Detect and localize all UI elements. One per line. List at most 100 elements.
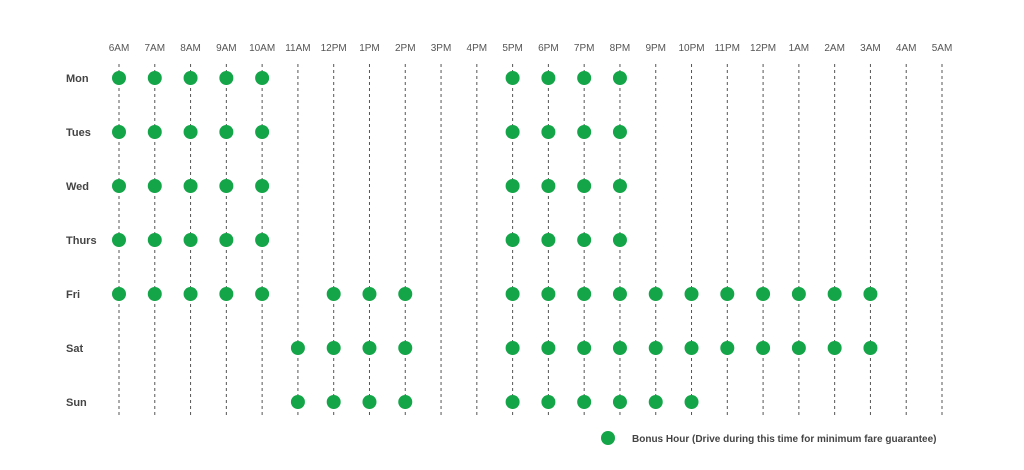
bonus-marker-wed-4 [255, 179, 270, 193]
bonus-marker-mon-4 [255, 71, 270, 85]
bonus-marker-sun-7 [362, 395, 377, 409]
bonus-marker-fri-3 [219, 287, 234, 301]
bonus-marker-wed-12 [541, 179, 556, 193]
bonus-marker-fri-12 [541, 287, 556, 301]
bonus-marker-fri-17 [720, 287, 735, 301]
bonus-marker-fri-13 [577, 287, 592, 301]
hour-label-2: 8AM [180, 43, 201, 54]
bonus-hour-markers [112, 71, 878, 409]
bonus-marker-sat-20 [827, 341, 842, 355]
hour-label-5: 11AM [285, 43, 310, 54]
day-label-sun: Sun [66, 397, 87, 409]
bonus-marker-wed-1 [147, 179, 162, 193]
hour-label-15: 9PM [645, 43, 666, 54]
bonus-marker-wed-2 [183, 179, 198, 193]
bonus-marker-wed-13 [577, 179, 592, 193]
legend-marker [601, 431, 615, 445]
bonus-marker-mon-1 [147, 71, 162, 85]
bonus-marker-fri-0 [112, 287, 126, 301]
hour-label-21: 3AM [860, 43, 881, 54]
day-label-tues: Tues [66, 127, 91, 139]
bonus-marker-tues-0 [112, 125, 126, 139]
hour-label-1: 7AM [145, 43, 166, 54]
hour-label-18: 12PM [750, 43, 776, 54]
bonus-marker-sat-6 [326, 341, 341, 355]
bonus-marker-sun-11 [505, 395, 520, 409]
bonus-marker-fri-19 [791, 287, 806, 301]
bonus-marker-tues-4 [255, 125, 270, 139]
bonus-marker-fri-6 [326, 287, 341, 301]
day-label-mon: Mon [66, 73, 89, 85]
hour-label-9: 3PM [431, 43, 452, 54]
hour-label-17: 11PM [715, 43, 740, 54]
bonus-marker-fri-20 [827, 287, 842, 301]
bonus-marker-sat-11 [505, 341, 520, 355]
bonus-marker-thurs-2 [183, 233, 198, 247]
bonus-marker-sun-13 [577, 395, 592, 409]
day-label-sat: Sat [66, 343, 83, 355]
bonus-marker-fri-21 [863, 287, 878, 301]
hour-label-10: 4PM [467, 43, 488, 54]
bonus-marker-wed-14 [612, 179, 627, 193]
bonus-marker-sat-5 [290, 341, 305, 355]
hour-guide-lines [118, 64, 943, 418]
hour-label-8: 2PM [395, 43, 416, 54]
bonus-marker-thurs-1 [147, 233, 162, 247]
bonus-marker-tues-11 [505, 125, 520, 139]
bonus-marker-tues-12 [541, 125, 556, 139]
hour-label-14: 8PM [610, 43, 631, 54]
bonus-marker-fri-4 [255, 287, 270, 301]
bonus-marker-wed-0 [112, 179, 126, 193]
hour-label-22: 4AM [896, 43, 917, 54]
bonus-marker-sat-17 [720, 341, 735, 355]
bonus-marker-tues-13 [577, 125, 592, 139]
bonus-marker-thurs-11 [505, 233, 520, 247]
bonus-marker-sun-5 [290, 395, 305, 409]
bonus-marker-thurs-13 [577, 233, 592, 247]
bonus-marker-thurs-14 [612, 233, 627, 247]
hour-label-3: 9AM [216, 43, 237, 54]
bonus-marker-wed-3 [219, 179, 234, 193]
hour-label-16: 10PM [678, 43, 704, 54]
day-label-wed: Wed [66, 181, 89, 193]
hour-label-12: 6PM [538, 43, 559, 54]
bonus-marker-wed-11 [505, 179, 520, 193]
bonus-marker-sat-7 [362, 341, 377, 355]
hour-label-13: 7PM [574, 43, 595, 54]
bonus-marker-mon-11 [505, 71, 520, 85]
hour-label-4: 10AM [249, 43, 275, 54]
bonus-marker-sat-16 [684, 341, 699, 355]
legend-label: Bonus Hour (Drive during this time for m… [632, 434, 936, 445]
bonus-marker-mon-2 [183, 71, 198, 85]
bonus-marker-sat-12 [541, 341, 556, 355]
hour-label-23: 5AM [932, 43, 953, 54]
bonus-marker-fri-14 [612, 287, 627, 301]
bonus-marker-sat-21 [863, 341, 878, 355]
bonus-marker-mon-12 [541, 71, 556, 85]
hour-label-19: 1AM [789, 43, 810, 54]
bonus-marker-sun-6 [326, 395, 341, 409]
bonus-marker-sat-14 [612, 341, 627, 355]
bonus-marker-fri-16 [684, 287, 699, 301]
hour-label-11: 5PM [502, 43, 523, 54]
day-label-fri: Fri [66, 289, 80, 301]
bonus-marker-fri-15 [648, 287, 663, 301]
bonus-marker-mon-3 [219, 71, 234, 85]
bonus-marker-sat-18 [756, 341, 771, 355]
hour-label-7: 1PM [359, 43, 380, 54]
bonus-marker-thurs-3 [219, 233, 234, 247]
bonus-marker-thurs-0 [112, 233, 126, 247]
bonus-marker-fri-2 [183, 287, 198, 301]
bonus-marker-mon-13 [577, 71, 592, 85]
bonus-marker-mon-0 [112, 71, 126, 85]
bonus-marker-fri-1 [147, 287, 162, 301]
bonus-marker-thurs-12 [541, 233, 556, 247]
bonus-marker-tues-1 [147, 125, 162, 139]
bonus-marker-fri-8 [398, 287, 413, 301]
bonus-marker-sat-15 [648, 341, 663, 355]
bonus-marker-sun-16 [684, 395, 699, 409]
bonus-marker-fri-7 [362, 287, 377, 301]
